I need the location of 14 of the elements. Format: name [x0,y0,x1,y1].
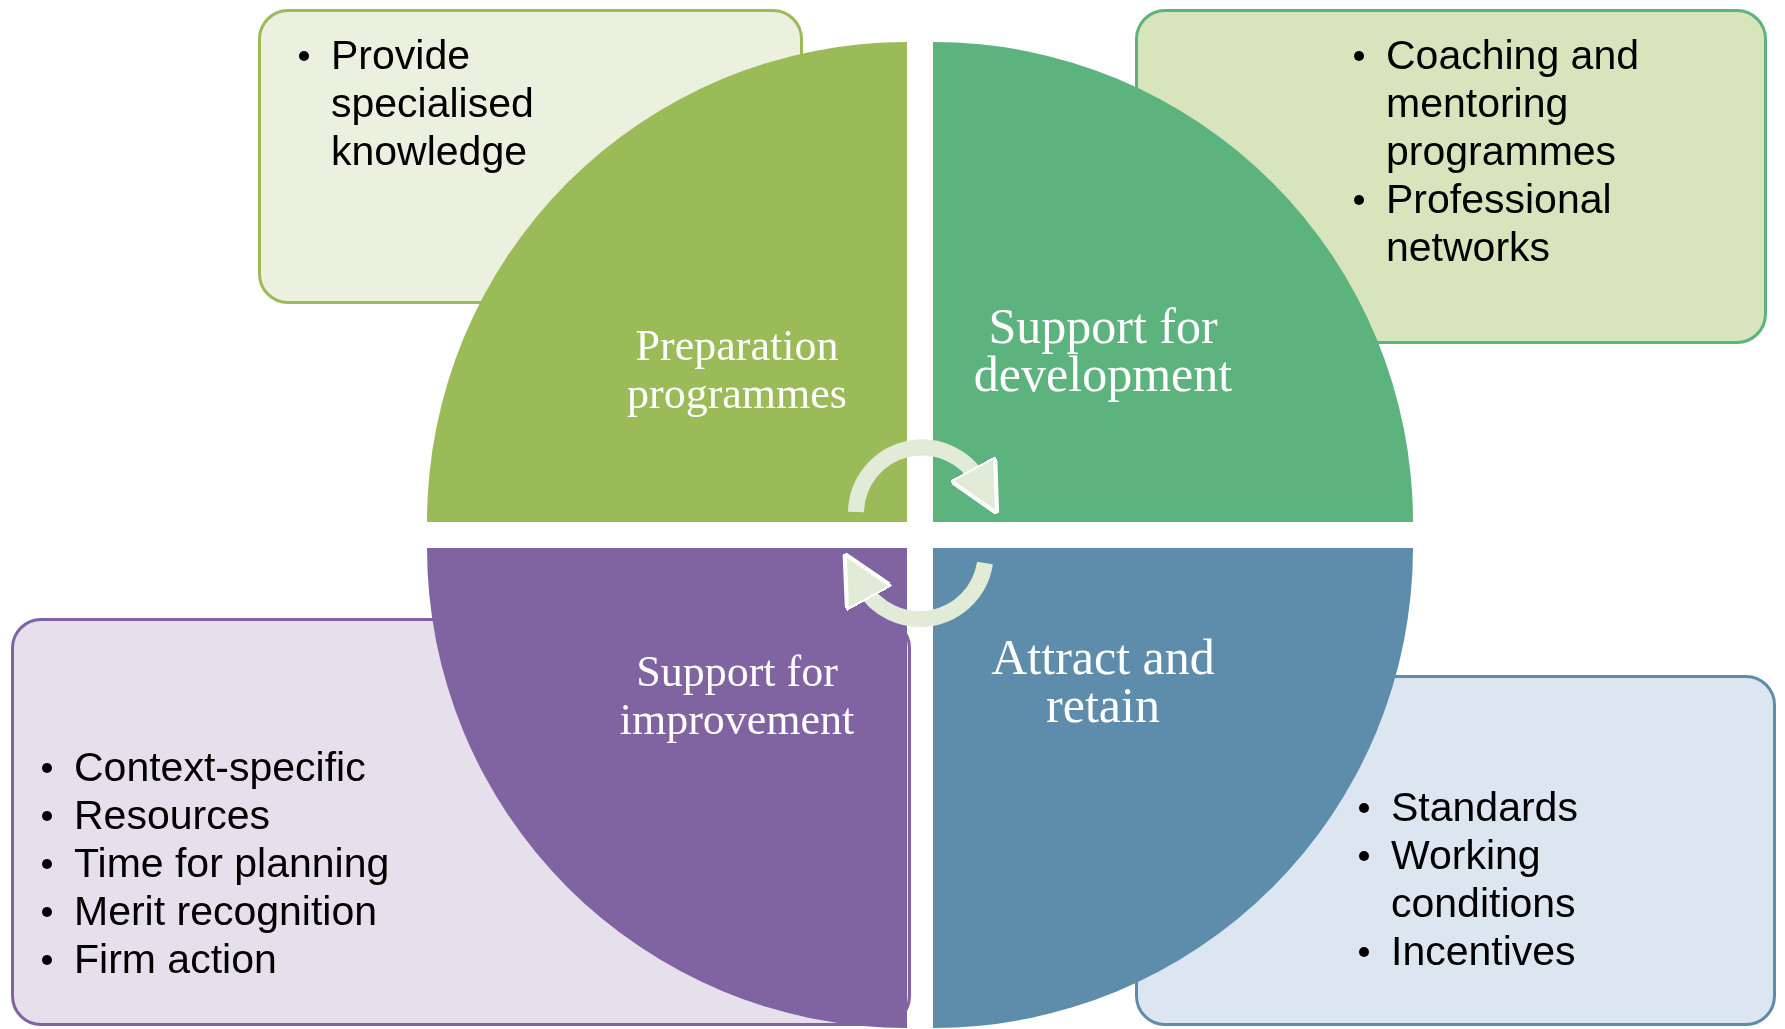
segment-title: Preparation programmes [626,322,848,418]
bullet-text: Incentives [1391,928,1576,974]
bullet-text: Resources [74,792,270,838]
bullet-text: Working conditions [1391,832,1576,926]
bullet-text: Professional networks [1386,176,1612,270]
segment-title: Attract and retain [990,633,1216,729]
segment-title: Support for improvement [618,648,856,744]
bullet-text: Standards [1391,784,1578,830]
bullet-text: Coaching and mentoring programmes [1386,32,1640,174]
bullet-text: Merit recognition [74,888,378,934]
bullet-text: Time for planning [74,840,390,886]
bullet-text: Provide specialised knowledge [331,32,534,174]
bullet-text: Firm action [74,936,277,982]
bullet-text: Context-specific [74,744,366,790]
